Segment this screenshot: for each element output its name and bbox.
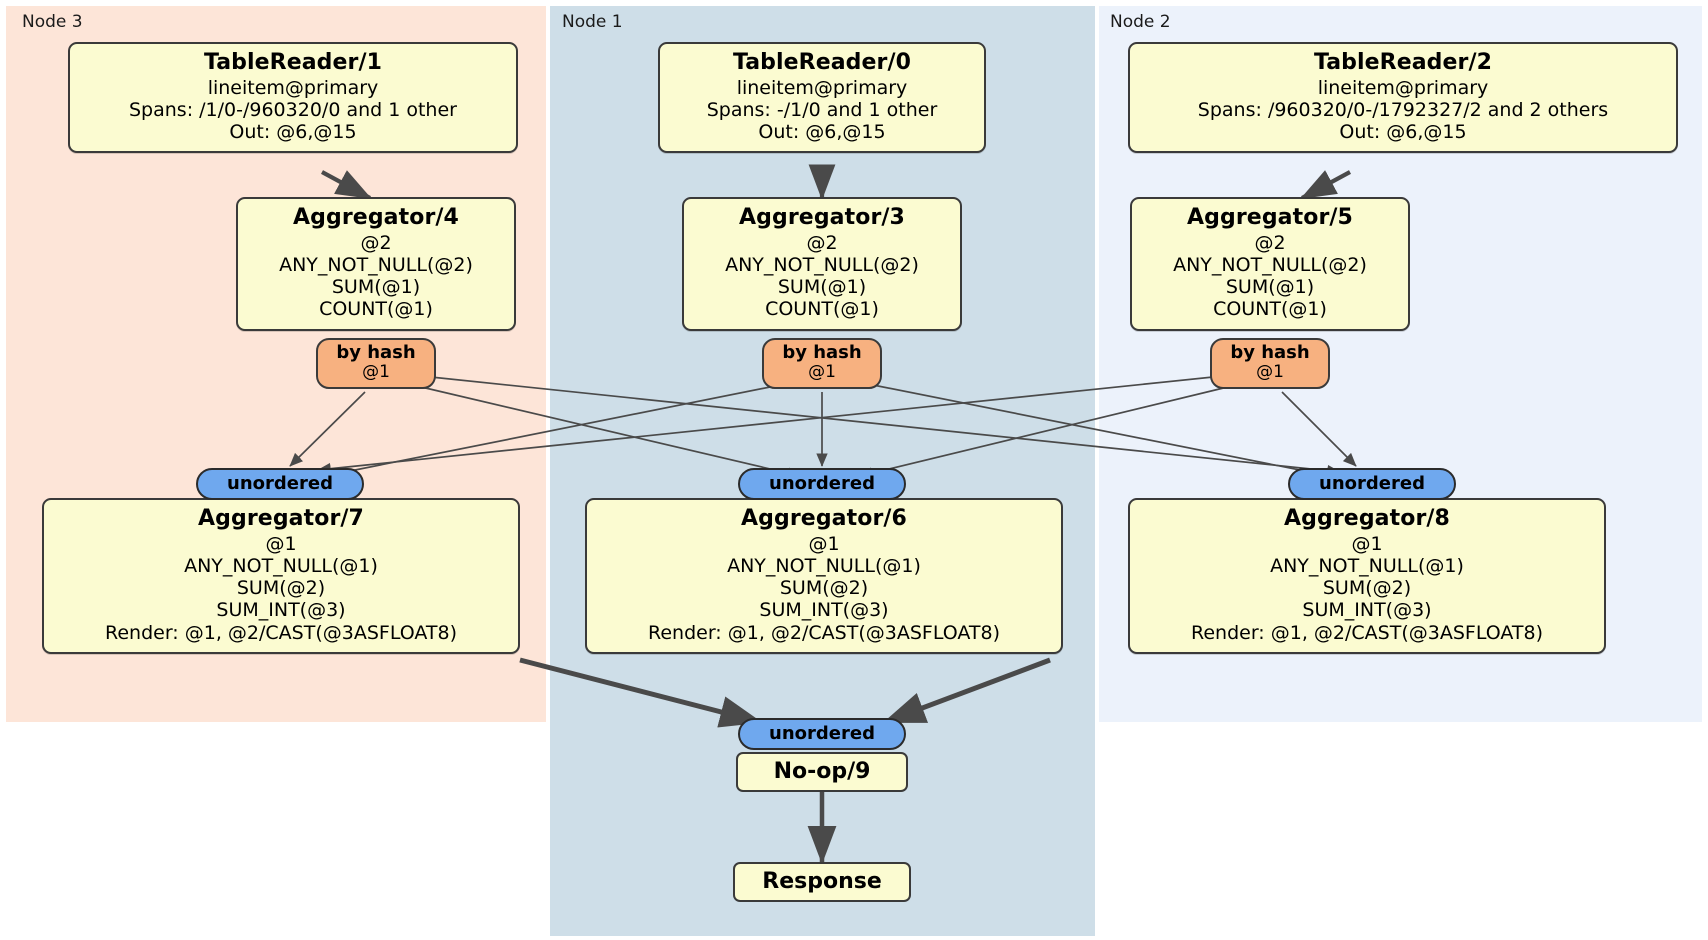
processor-line: lineitem@primary [207, 76, 379, 99]
region-label-node-2: Node 2 [1110, 12, 1171, 32]
processor-title: Aggregator/6 [741, 506, 907, 531]
processor-line: @1 [1351, 532, 1383, 555]
processor-aggregator-7[interactable]: Aggregator/7 @1 ANY_NOT_NULL(@1) SUM(@2)… [42, 498, 520, 654]
processor-line: COUNT(@1) [319, 298, 433, 321]
processor-title: TableReader/1 [203, 50, 383, 75]
processor-line: ANY_NOT_NULL(@1) [1270, 554, 1464, 577]
processor-title: Aggregator/5 [1187, 205, 1353, 230]
processor-line: Out: @6,@15 [758, 121, 886, 144]
processor-line: Spans: /1/0-/960320/0 and 1 other [129, 98, 457, 121]
region-label-node-1: Node 1 [562, 12, 623, 32]
processor-title: Aggregator/8 [1284, 506, 1450, 531]
processor-response[interactable]: Response [733, 862, 911, 902]
processor-table-reader-2[interactable]: TableReader/2 lineitem@primary Spans: /9… [1128, 42, 1678, 154]
synchronizer-unordered-node-2[interactable]: unordered [1288, 468, 1456, 500]
processor-line: Render: @1, @2/CAST(@3ASFLOAT8) [648, 621, 1000, 644]
processor-title: Aggregator/3 [739, 205, 905, 230]
processor-line: @2 [1254, 231, 1286, 254]
processor-table-reader-0[interactable]: TableReader/0 lineitem@primary Spans: -/… [658, 42, 986, 154]
processor-line: SUM(@1) [777, 276, 867, 299]
processor-line: SUM(@2) [779, 577, 869, 600]
router-type-label: by hash [782, 342, 862, 363]
processor-line: lineitem@primary [1317, 76, 1489, 99]
processor-line: @1 [808, 532, 840, 555]
region-label-node-3: Node 3 [22, 12, 83, 32]
processor-line: SUM(@1) [331, 276, 421, 299]
processor-title: TableReader/2 [1313, 50, 1493, 75]
processor-title: Aggregator/4 [293, 205, 459, 230]
processor-line: Out: @6,@15 [1339, 121, 1467, 144]
processor-line: SUM(@1) [1225, 276, 1315, 299]
processor-line: Spans: -/1/0 and 1 other [706, 98, 938, 121]
processor-line: @2 [806, 231, 838, 254]
router-column-label: @1 [362, 362, 390, 383]
synchronizer-unordered-node-3[interactable]: unordered [196, 468, 364, 500]
processor-line: Render: @1, @2/CAST(@3ASFLOAT8) [1191, 621, 1543, 644]
processor-title: TableReader/0 [732, 50, 912, 75]
router-by-hash-node-1[interactable]: by hash @1 [762, 338, 882, 390]
processor-line: Render: @1, @2/CAST(@3ASFLOAT8) [105, 621, 457, 644]
processor-line: ANY_NOT_NULL(@2) [725, 253, 919, 276]
processor-aggregator-4[interactable]: Aggregator/4 @2 ANY_NOT_NULL(@2) SUM(@1)… [236, 197, 516, 331]
synchronizer-unordered-final[interactable]: unordered [738, 718, 906, 750]
processor-line: @2 [360, 231, 392, 254]
processor-line: lineitem@primary [736, 76, 908, 99]
processor-line: Out: @6,@15 [229, 121, 357, 144]
processor-title: Aggregator/7 [198, 506, 364, 531]
processor-line: ANY_NOT_NULL(@1) [184, 554, 378, 577]
processor-aggregator-5[interactable]: Aggregator/5 @2 ANY_NOT_NULL(@2) SUM(@1)… [1130, 197, 1410, 331]
processor-line: SUM(@2) [1322, 577, 1412, 600]
processor-line: Spans: /960320/0-/1792327/2 and 2 others [1197, 98, 1609, 121]
processor-line: ANY_NOT_NULL(@2) [1173, 253, 1367, 276]
processor-line: SUM_INT(@3) [216, 599, 346, 622]
router-column-label: @1 [1256, 362, 1284, 383]
processor-line: COUNT(@1) [765, 298, 879, 321]
synchronizer-unordered-node-1[interactable]: unordered [738, 468, 906, 500]
router-type-label: by hash [336, 342, 416, 363]
router-column-label: @1 [808, 362, 836, 383]
processor-line: ANY_NOT_NULL(@2) [279, 253, 473, 276]
processor-line: SUM_INT(@3) [1302, 599, 1432, 622]
processor-line: @1 [265, 532, 297, 555]
router-by-hash-node-2[interactable]: by hash @1 [1210, 338, 1330, 390]
router-by-hash-node-3[interactable]: by hash @1 [316, 338, 436, 390]
processor-table-reader-1[interactable]: TableReader/1 lineitem@primary Spans: /1… [68, 42, 518, 154]
processor-line: COUNT(@1) [1213, 298, 1327, 321]
processor-line: SUM_INT(@3) [759, 599, 889, 622]
processor-no-op-9[interactable]: No-op/9 [736, 752, 908, 792]
processor-aggregator-8[interactable]: Aggregator/8 @1 ANY_NOT_NULL(@1) SUM(@2)… [1128, 498, 1606, 654]
processor-aggregator-6[interactable]: Aggregator/6 @1 ANY_NOT_NULL(@1) SUM(@2)… [585, 498, 1063, 654]
processor-line: ANY_NOT_NULL(@1) [727, 554, 921, 577]
processor-aggregator-3[interactable]: Aggregator/3 @2 ANY_NOT_NULL(@2) SUM(@1)… [682, 197, 962, 331]
router-type-label: by hash [1230, 342, 1310, 363]
processor-line: SUM(@2) [236, 577, 326, 600]
